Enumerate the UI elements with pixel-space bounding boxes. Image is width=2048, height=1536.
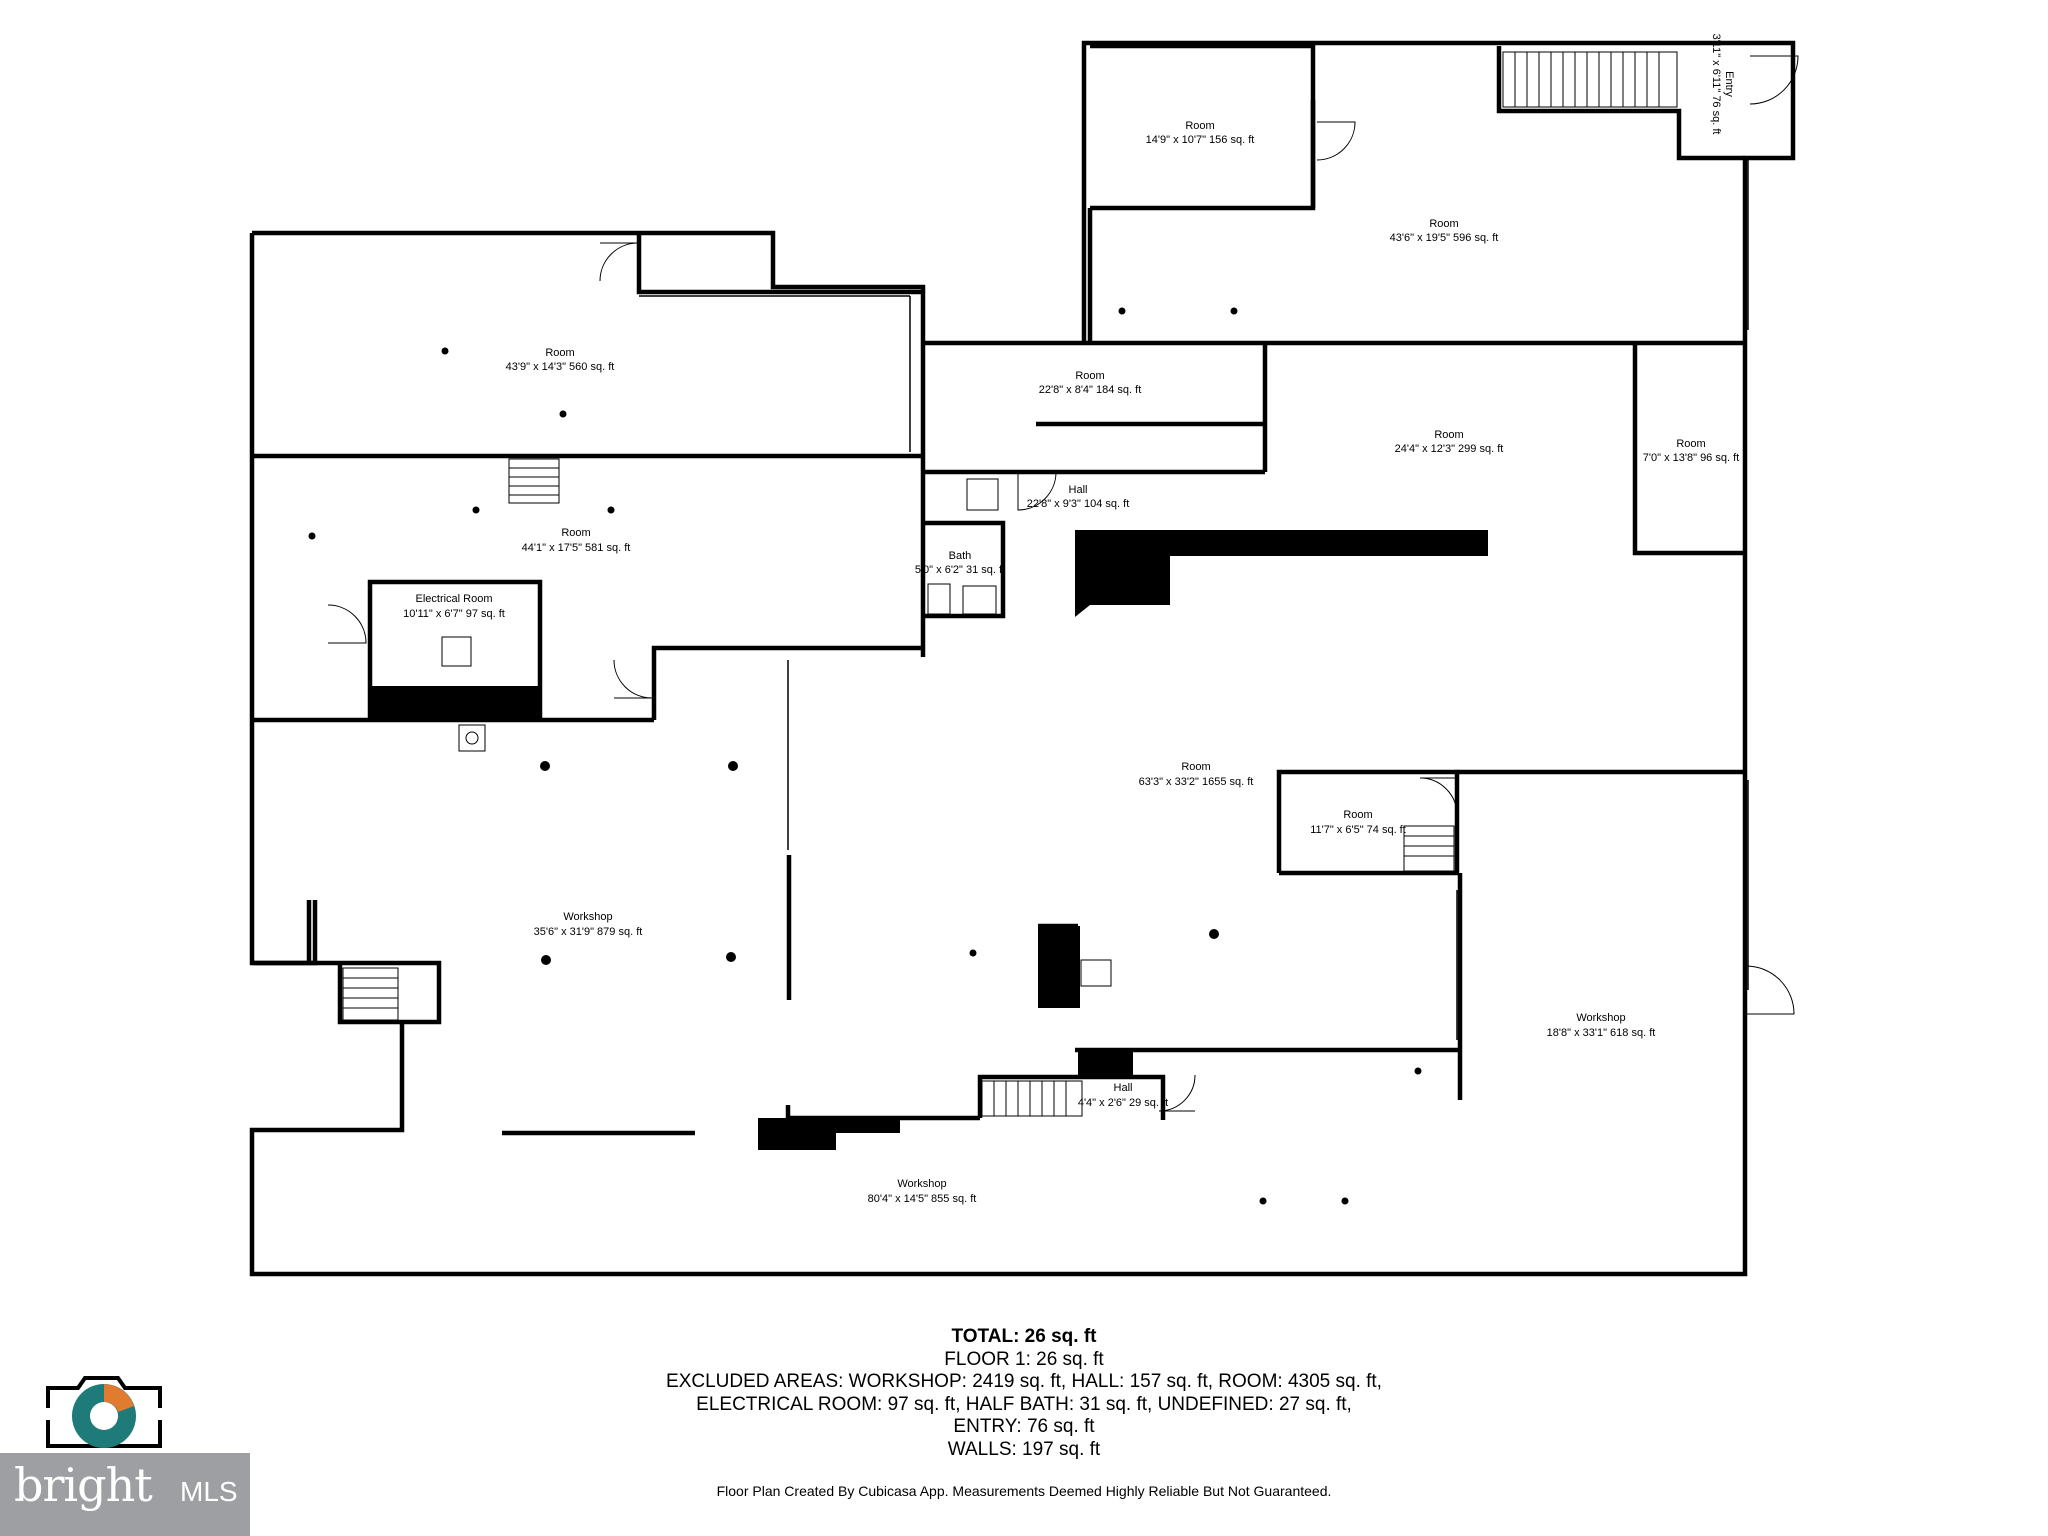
- walls-area: WALLS: 197 sq. ft: [947, 1438, 1101, 1460]
- room-name: Room: [545, 347, 574, 359]
- brand-banner: [0, 1453, 250, 1536]
- room-name: Electrical Room: [415, 593, 492, 605]
- room-name: Hall: [1069, 484, 1088, 496]
- room-dims: 7'0" x 13'8" 96 sq. ft: [1643, 452, 1739, 464]
- brand-suffix: MLS: [180, 1476, 238, 1507]
- room-dims: 80'4" x 14'5" 855 sq. ft: [868, 1193, 977, 1205]
- room-label-156: Room 14'9" x 10'7" 156 sq. ft: [1146, 120, 1255, 146]
- excluded-areas-line-2: ELECTRICAL ROOM: 97 sq. ft, HALF BATH: 3…: [696, 1393, 1352, 1415]
- room-dims: 44'1" x 17'5" 581 sq. ft: [522, 542, 631, 554]
- room-name: Room: [561, 527, 590, 539]
- total-area: TOTAL: 26 sq. ft: [951, 1326, 1097, 1347]
- thin-walls: [639, 160, 1749, 1040]
- solid-fills: [370, 530, 1488, 1150]
- room-label-1655: Room 63'3" x 33'2" 1655 sq. ft: [1139, 761, 1254, 788]
- room-name: Room: [1434, 429, 1463, 441]
- room-name: Room: [1343, 809, 1372, 821]
- room-label-299: Room 24'4" x 12'3" 299 sq. ft: [1395, 429, 1504, 455]
- room-dims: 3'11" x 6'11" 76 sq. ft: [1710, 34, 1722, 135]
- room-name: Entry: [1723, 71, 1735, 97]
- room-name: Bath: [949, 550, 972, 562]
- room-dims: 63'3" x 33'2" 1655 sq. ft: [1139, 776, 1254, 788]
- disclaimer: Floor Plan Created By Cubicasa App. Meas…: [716, 1483, 1332, 1499]
- room-name: Room: [1676, 438, 1705, 450]
- room-label-bath: Bath 5'0" x 6'2" 31 sq. ft: [915, 550, 1005, 576]
- room-label-electrical: Electrical Room 10'11" x 6'7" 97 sq. ft: [403, 593, 505, 620]
- room-dims: 11'7" x 6'5" 74 sq. ft: [1310, 824, 1406, 836]
- room-label-hall-104: Hall 22'8" x 9'3" 104 sq. ft: [1027, 484, 1130, 510]
- entry-area: ENTRY: 76 sq. ft: [953, 1416, 1095, 1437]
- camera-logo-icon: [46, 1376, 162, 1448]
- room-label-581: Room 44'1" x 17'5" 581 sq. ft: [522, 527, 631, 554]
- floor-area: FLOOR 1: 26 sq. ft: [944, 1348, 1104, 1370]
- room-label-74: Room 11'7" x 6'5" 74 sq. ft: [1310, 809, 1406, 836]
- room-name: Hall: [1114, 1082, 1133, 1094]
- doors: [327, 55, 1799, 1112]
- excluded-areas-line-1: EXCLUDED AREAS: WORKSHOP: 2419 sq. ft, H…: [666, 1371, 1382, 1392]
- room-name: Room: [1185, 120, 1214, 132]
- room-name: Room: [1075, 370, 1104, 382]
- room-dims: 5'0" x 6'2" 31 sq. ft: [915, 564, 1005, 576]
- area-totals: TOTAL: 26 sq. ft FLOOR 1: 26 sq. ft EXCL…: [0, 1326, 2048, 1461]
- room-dims: 4'4" x 2'6" 29 sq. ft: [1078, 1097, 1168, 1109]
- posts: [308, 307, 1422, 1205]
- room-dims: 35'6" x 31'9" 879 sq. ft: [534, 926, 643, 938]
- room-dims: 18'8" x 33'1" 618 sq. ft: [1547, 1027, 1656, 1039]
- room-name: Workshop: [897, 1178, 946, 1190]
- room-dims: 14'9" x 10'7" 156 sq. ft: [1146, 134, 1255, 146]
- room-dims: 22'8" x 8'4" 184 sq. ft: [1039, 384, 1142, 396]
- room-name: Room: [1181, 761, 1210, 773]
- room-name: Workshop: [1576, 1012, 1625, 1024]
- room-dims: 10'11" x 6'7" 97 sq. ft: [403, 608, 505, 620]
- room-label-hall-29: Hall 4'4" x 2'6" 29 sq. ft: [1078, 1082, 1168, 1109]
- room-dims: 22'8" x 9'3" 104 sq. ft: [1027, 498, 1130, 510]
- room-dims: 43'9" x 14'3" 560 sq. ft: [506, 361, 615, 373]
- fixtures: [441, 478, 1112, 987]
- room-dims: 43'6" x 19'5" 596 sq. ft: [1390, 232, 1499, 244]
- room-label-workshop-618: Workshop 18'8" x 33'1" 618 sq. ft: [1547, 1012, 1656, 1039]
- labels: Room 14'9" x 10'7" 156 sq. ft Room 43'6" x…: [403, 34, 1739, 1205]
- room-name: Room: [1429, 218, 1458, 230]
- room-dims: 24'4" x 12'3" 299 sq. ft: [1395, 443, 1504, 455]
- room-label-workshop-879: Workshop 35'6" x 31'9" 879 sq. ft: [534, 911, 643, 938]
- stairs: [342, 51, 1678, 1117]
- room-label-596: Room 43'6" x 19'5" 596 sq. ft: [1390, 218, 1499, 244]
- room-name: Workshop: [563, 911, 612, 923]
- brand-name: bright: [14, 1458, 153, 1512]
- room-label-96: Room 7'0" x 13'8" 96 sq. ft: [1643, 438, 1739, 464]
- room-label-560: Room 43'9" x 14'3" 560 sq. ft: [506, 347, 615, 373]
- room-label-184: Room 22'8" x 8'4" 184 sq. ft: [1039, 370, 1142, 396]
- room-label-workshop-855: Workshop 80'4" x 14'5" 855 sq. ft: [868, 1178, 977, 1205]
